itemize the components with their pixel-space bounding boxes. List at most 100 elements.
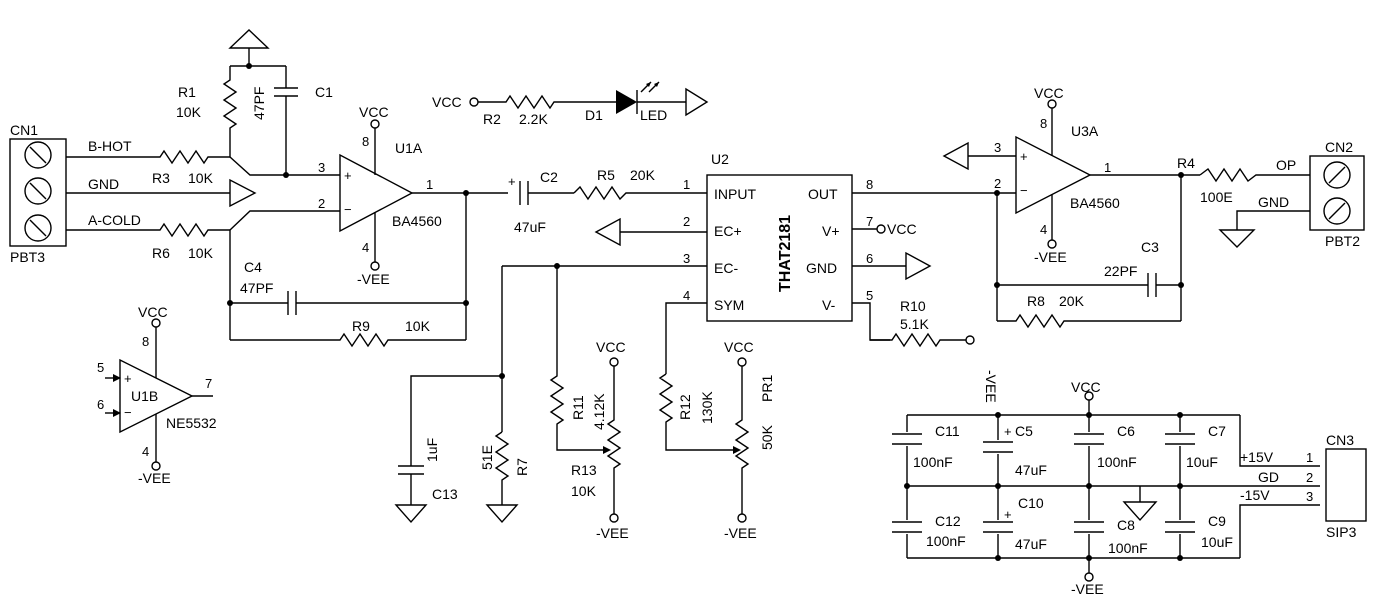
pr1-vee: -VEE xyxy=(724,525,757,541)
c5-plus: + xyxy=(1004,424,1012,439)
capacitor-c11: C11 100nF xyxy=(892,423,960,470)
u2-pin4-name: SYM xyxy=(714,297,744,313)
resistor-r3: R3 10K xyxy=(152,149,230,186)
opamp-u3a: + − 3 2 1 8 4 VCC -VEE U3A BA4560 xyxy=(942,85,1200,265)
cn3-type: SIP3 xyxy=(1326,524,1357,540)
u1b-vee: -VEE xyxy=(138,470,171,486)
opamp-u1a: + − 3 2 1 8 4 VCC -VEE U1A BA4560 xyxy=(229,104,508,287)
u3a-vcc: VCC xyxy=(1034,85,1064,101)
r13-vee: -VEE xyxy=(596,525,629,541)
capacitor-c5: + C5 47uF xyxy=(983,423,1047,478)
u2-pin5-num: 5 xyxy=(866,288,873,303)
c1-ref: C1 xyxy=(315,84,333,100)
c7-value: 10uF xyxy=(1186,454,1218,470)
u1a-pin3: 3 xyxy=(318,160,325,175)
c8-ref: C8 xyxy=(1117,517,1135,533)
u3a-part: BA4560 xyxy=(1070,195,1120,211)
r3-value: 10K xyxy=(188,170,214,186)
cn3-pin2: 2 xyxy=(1306,470,1313,485)
ic-u2-that2181: U2 THAT2181 INPUT EC+ EC- SYM 1 2 3 4 OU… xyxy=(502,151,1016,374)
u2-pin6-num: 6 xyxy=(866,251,873,266)
c4-ref: C4 xyxy=(244,259,262,275)
c3-r8-network: C3 22PF R8 20K xyxy=(994,175,1184,329)
u3a-pin8: 8 xyxy=(1040,116,1047,131)
c7-ref: C7 xyxy=(1208,423,1226,439)
u1a-part: BA4560 xyxy=(392,213,442,229)
c6-ref: C6 xyxy=(1117,423,1135,439)
u3a-pin3: 3 xyxy=(994,140,1001,155)
connector-cn1: CN1 PBT3 B-HOT GND A-COLD xyxy=(9,122,141,265)
r11-r13-network: R11 4.12K VCC -VEE R13 10K xyxy=(549,266,629,541)
c6-value: 100nF xyxy=(1097,454,1137,470)
c10-ref: C10 xyxy=(1018,495,1044,511)
c3-value: 22PF xyxy=(1104,263,1137,279)
c1-value: 47PF xyxy=(251,87,267,120)
r10-ref: R10 xyxy=(900,298,926,314)
capacitor-c7: C7 10uF xyxy=(1165,423,1226,470)
u2-pin7-num: 7 xyxy=(866,214,873,229)
cn3-pin1: 1 xyxy=(1306,450,1313,465)
r4-value: 100E xyxy=(1200,189,1233,205)
u1b-pin7: 7 xyxy=(205,376,212,391)
c2-ref: C2 xyxy=(540,169,558,185)
r8-value: 20K xyxy=(1059,293,1085,309)
r7-value: 51E xyxy=(479,445,495,470)
opamp-u1b: + − 5 6 7 8 4 VCC -VEE U1B NE5532 xyxy=(97,304,217,486)
c5-ref: C5 xyxy=(1015,423,1033,439)
r12-ref: R12 xyxy=(677,394,693,420)
u3a-ref: U3A xyxy=(1071,123,1099,139)
u1a-pin8: 8 xyxy=(362,134,369,149)
cn3-net-gd: GD xyxy=(1258,469,1279,485)
capacitor-c10: + C10 47uF xyxy=(983,495,1047,552)
capacitor-c8: C8 100nF xyxy=(1074,517,1148,556)
c9-value: 10uF xyxy=(1201,534,1233,550)
r11-ref: R11 xyxy=(570,395,586,420)
cn1-pin-acold: A-COLD xyxy=(88,212,141,228)
u2-pin1-name: INPUT xyxy=(714,186,756,202)
c12-value: 100nF xyxy=(926,533,966,549)
cn2-ref: CN2 xyxy=(1325,139,1353,155)
c9-ref: C9 xyxy=(1208,513,1226,529)
u1a-ref: U1A xyxy=(395,140,423,156)
u3a-pin1: 1 xyxy=(1104,160,1111,175)
cn3-net-neg15v: -15V xyxy=(1240,487,1270,503)
u3a-minus: − xyxy=(1020,183,1028,198)
u2-pin6-name: GND xyxy=(806,260,837,276)
resistor-r4: R4 100E xyxy=(1177,155,1310,205)
c4-value: 47PF xyxy=(240,280,273,296)
r13-vcc: VCC xyxy=(596,339,626,355)
capacitor-c6: C6 100nF xyxy=(1074,423,1137,470)
u1a-vcc: VCC xyxy=(359,104,389,120)
c11-value: 100nF xyxy=(913,454,953,470)
led-circuit: VCC R2 2.2K D1 LED xyxy=(432,81,709,127)
r9-ref: R9 xyxy=(352,318,370,334)
cn1-pin-gnd: GND xyxy=(88,176,119,192)
supply-vcc: VCC xyxy=(1071,379,1101,395)
c11-ref: C11 xyxy=(935,423,960,439)
r13-ref: R13 xyxy=(571,462,597,478)
c10-plus: + xyxy=(1004,507,1012,522)
cn2-pin-op: OP xyxy=(1276,157,1296,173)
r10-value: 5.1K xyxy=(900,316,929,332)
c13-r7-network: 1uF C13 51E R7 xyxy=(394,266,530,524)
cn3-net-15v: +15V xyxy=(1240,449,1274,465)
supply-vee: -VEE xyxy=(1071,581,1104,597)
cn1-type: PBT3 xyxy=(10,249,45,265)
c2-plus: + xyxy=(508,174,516,189)
c3-ref: C3 xyxy=(1141,239,1159,255)
resistor-r5: R5 20K xyxy=(573,167,707,201)
u2-pin2-num: 2 xyxy=(683,214,690,229)
u2-ref: U2 xyxy=(711,151,729,167)
u2-part: THAT2181 xyxy=(777,215,794,292)
r7-ref: R7 xyxy=(514,458,530,476)
u1a-vee: -VEE xyxy=(357,271,390,287)
d1-ref: D1 xyxy=(585,107,603,123)
u1b-pin8: 8 xyxy=(142,334,149,349)
pr1-value: 50K xyxy=(759,424,775,450)
r8-ref: R8 xyxy=(1027,293,1045,309)
r2-ref: R2 xyxy=(483,111,501,127)
capacitor-c12: C12 100nF xyxy=(892,513,966,549)
cn3-pin3: 3 xyxy=(1306,489,1313,504)
u1b-vcc: VCC xyxy=(138,304,168,320)
